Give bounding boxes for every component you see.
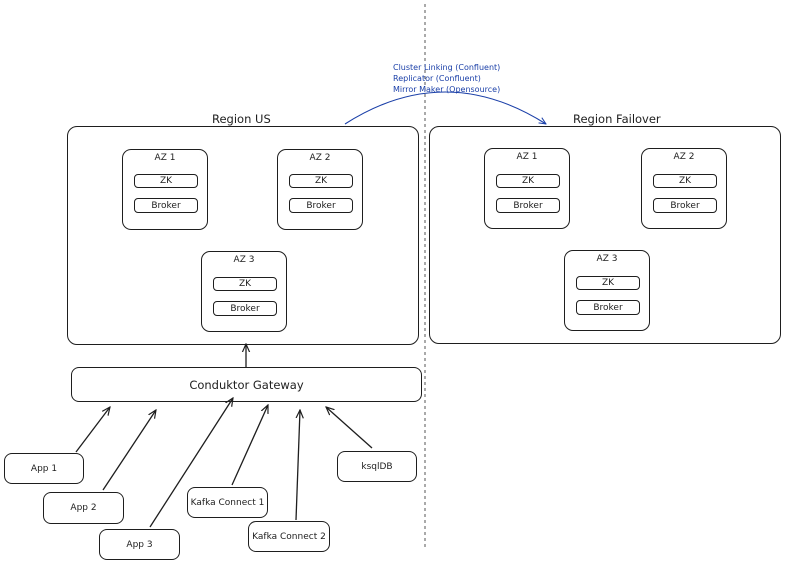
client-app-1: App 1 [4,453,84,484]
broker-node: Broker [576,300,640,315]
az-label: AZ 3 [596,254,618,264]
conduktor-gateway: Conduktor Gateway [71,367,422,402]
region-us-az-3: AZ 3 ZK Broker [201,251,287,332]
broker-node: Broker [496,198,560,213]
client-app-2: App 2 [43,492,124,524]
replication-line-1: Cluster Linking (Confluent) [393,63,501,72]
region-failover-box [429,126,781,344]
client-kafka-connect-1: Kafka Connect 1 [187,487,268,518]
replication-arrow [344,91,546,124]
ksqldb-arrow [326,407,373,449]
replication-line-3: Mirror Maker (Opensource) [393,85,501,94]
kafka-connect-2-arrow [295,410,300,521]
broker-node: Broker [289,198,353,213]
region-us-title: Region US [212,112,271,126]
region-failover-az-3: AZ 3 ZK Broker [564,250,650,331]
az-label: AZ 3 [233,255,255,265]
zk-node: ZK [213,277,277,291]
zk-node: ZK [496,174,560,188]
broker-node: Broker [653,198,717,213]
region-us-az-2: AZ 2 ZK Broker [277,149,363,230]
broker-node: Broker [134,198,198,213]
app1-arrow [75,407,110,453]
app3-arrow [149,398,233,528]
region-failover-az-2: AZ 2 ZK Broker [641,148,727,229]
region-us-az-1: AZ 1 ZK Broker [122,149,208,230]
region-failover-title: Region Failover [573,112,661,126]
region-us-box [67,126,419,345]
zk-node: ZK [653,174,717,188]
zk-node: ZK [289,174,353,188]
app2-arrow [102,410,156,491]
client-kafka-connect-2: Kafka Connect 2 [248,521,330,552]
zk-node: ZK [134,174,198,188]
broker-node: Broker [213,301,277,316]
az-label: AZ 2 [309,153,331,163]
az-label: AZ 1 [516,152,538,162]
replication-line-2: Replicator (Confluent) [393,74,481,83]
zk-node: ZK [576,276,640,290]
replication-label: Cluster Linking (Confluent) Replicator (… [393,62,500,95]
client-ksqldb: ksqlDB [337,451,417,482]
client-app-3: App 3 [99,529,180,560]
az-label: AZ 2 [673,152,695,162]
region-failover-az-1: AZ 1 ZK Broker [484,148,570,229]
az-label: AZ 1 [154,153,176,163]
kafka-connect-1-arrow [231,405,268,486]
